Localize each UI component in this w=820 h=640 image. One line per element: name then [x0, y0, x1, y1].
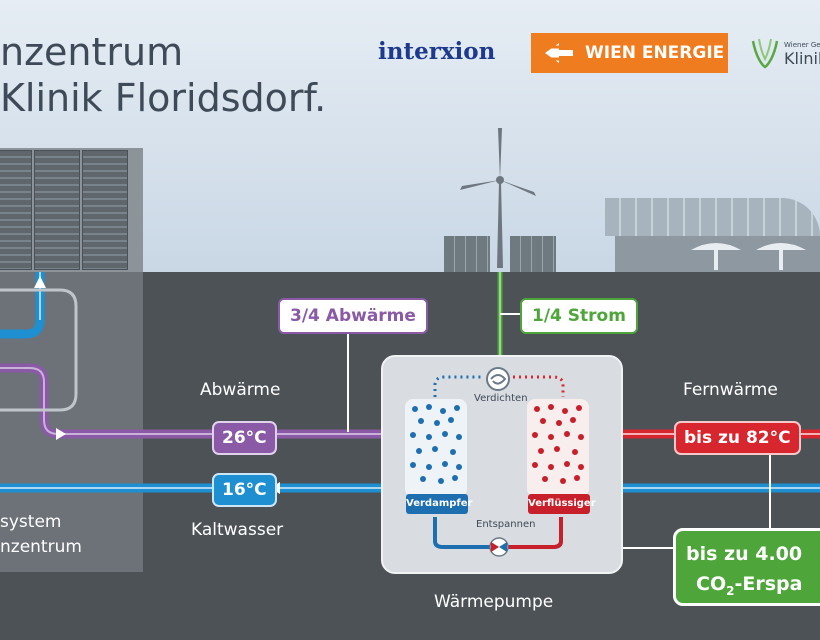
solar-panel — [510, 236, 556, 272]
entspannen-label: Entspannen — [476, 519, 536, 530]
co2-savings-box: bis zu 4.00 CO2-Erspa — [673, 528, 820, 606]
server-rack — [82, 150, 128, 270]
data-center-label-1: system — [0, 512, 62, 532]
verdampfer-label: Verdampfer — [406, 494, 472, 514]
data-center-label-2: nzentrum — [0, 537, 82, 557]
strom-share-label: 1/4 Strom — [520, 298, 638, 334]
waermepumpe-caption: Wärmepumpe — [434, 592, 554, 612]
verdichten-label: Verdichten — [474, 393, 528, 404]
data-center-cooling-area — [0, 272, 143, 572]
fernwaerme-caption: Fernwärme — [683, 380, 778, 400]
klinik-logo-small-text: Wiener Ge — [784, 41, 820, 49]
wien-energie-logo: WIEN ENERGIE — [531, 33, 728, 73]
abwaerme-share-label: 3/4 Abwärme — [278, 298, 428, 334]
interxion-logo: interxion — [378, 38, 496, 65]
verfluessiger-label: Verflüssiger — [528, 494, 596, 514]
title-line-2: Klinik Floridsdorf. — [0, 76, 327, 120]
abwaerme-caption: Abwärme — [200, 380, 281, 400]
title-line-1: nzentrum — [0, 30, 184, 74]
klinik-leaf-icon — [751, 38, 779, 69]
cold-water-temp-badge: 16°C — [212, 473, 277, 507]
server-rack — [34, 150, 80, 270]
warm-water-temp-badge: 26°C — [212, 421, 277, 455]
co2-savings-line-2: CO2-Erspa — [696, 573, 803, 598]
wien-energie-icon — [545, 43, 573, 63]
solar-panel — [444, 236, 490, 272]
klinik-logo-text: Klinik — [784, 49, 820, 68]
district-heat-temp-badge: bis zu 82°C — [674, 421, 801, 455]
wind-turbine-icon — [460, 128, 536, 268]
compressor-icon — [486, 367, 510, 391]
kaltwasser-caption: Kaltwasser — [191, 520, 284, 540]
wien-energie-text: WIEN ENERGIE — [585, 43, 725, 63]
heat-pump-internals — [405, 367, 589, 557]
co2-savings-line-1: bis zu 4.00 — [686, 543, 803, 565]
server-rack — [0, 150, 32, 270]
cold-pipe-in — [0, 272, 45, 339]
solar-dish-icon — [691, 243, 806, 270]
